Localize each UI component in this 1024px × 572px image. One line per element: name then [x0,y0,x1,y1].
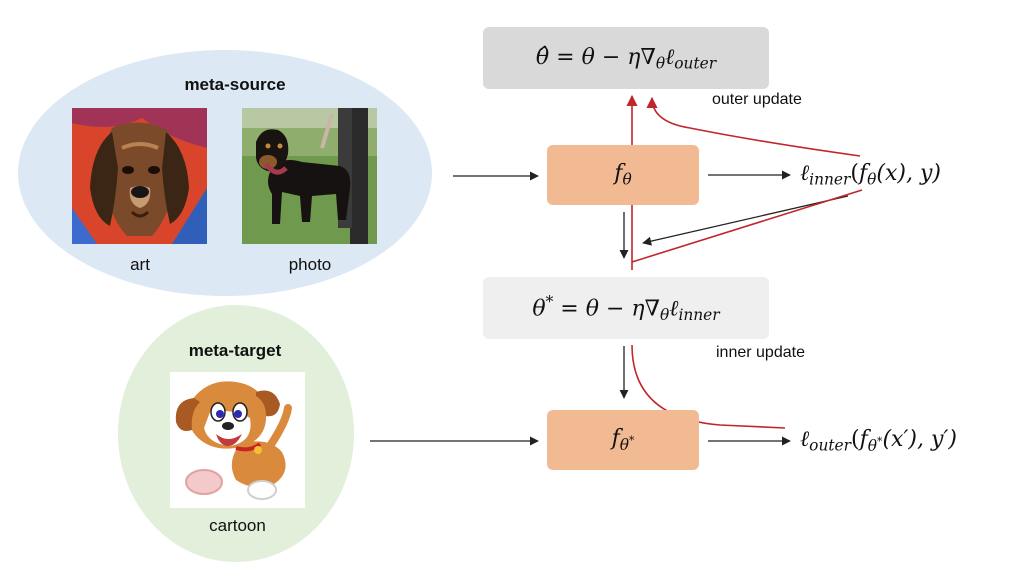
cartoon-puppy-image [170,372,305,508]
inner-loss-expression: ℓinner(fθ(x), y) [800,161,941,189]
inner-gradient-red-line [631,189,863,263]
painted-dog-art-image [72,108,207,244]
inner-gradient-arrow [642,195,849,246]
outer-update-equation: θ̂ = θ − η∇θℓouter [535,44,717,73]
inner-update-equation-box: θ* = θ − η∇θℓinner [483,277,769,339]
outer-update-equation-box: θ̂ = θ − η∇θℓouter [483,27,769,89]
model-f-theta-box: fθ [547,145,699,205]
inner-update-equation: θ* = θ − η∇θℓinner [532,292,720,324]
outer-update-red-curve [646,96,861,157]
outer-loss-red-curve [631,344,786,429]
model-f-theta-star-label: fθ* [611,426,635,454]
cartoon-caption: cartoon [209,516,266,535]
meta-target-title: meta-target [188,341,282,360]
outer-loss-expression: ℓouter(fθ*(x′), y′) [800,427,957,455]
photo-caption: photo [288,255,332,274]
outer-update-label: outer update [712,91,802,108]
art-caption: art [130,255,150,274]
meta-source-title: meta-source [184,75,286,94]
model-f-theta-star-box: fθ* [547,410,699,470]
rottweiler-photo-image [242,108,377,244]
inner-update-label: inner update [716,344,805,361]
model-f-theta-label: fθ [614,161,632,189]
